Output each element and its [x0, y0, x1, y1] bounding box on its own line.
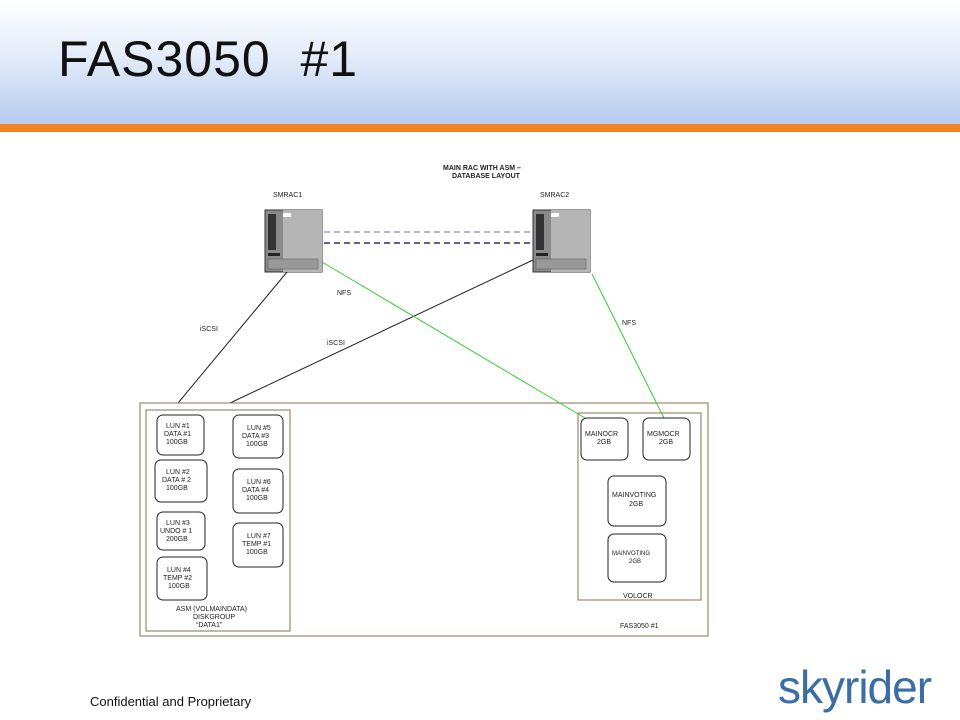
svg-text:LUN #6: LUN #6 [247, 479, 271, 486]
diagram-heading-1: MAIN RAC WITH ASM – [443, 165, 521, 172]
svg-text:DATA #3: DATA #3 [242, 433, 269, 440]
asm-diskgroup-box [145, 409, 291, 632]
fas-label: FAS3050 #1 [620, 623, 659, 630]
nfs-link-2 [591, 273, 665, 419]
ocr-mainvoting-2: MAINVOTING 2GB [607, 533, 667, 583]
svg-text:LUN #1: LUN #1 [166, 423, 190, 430]
server1-icon [264, 209, 323, 273]
svg-text:100GB: 100GB [166, 485, 188, 492]
nfs-label-2: NFS [622, 320, 636, 327]
svg-text:MAINVOTING: MAINVOTING [612, 492, 656, 499]
svg-text:LUN #5: LUN #5 [247, 425, 271, 432]
iscsi-link-1 [177, 271, 288, 404]
diagram-heading-2: DATABASE LAYOUT [452, 173, 521, 180]
svg-text:DATA # 2: DATA # 2 [162, 477, 191, 484]
svg-text:MGMOCR: MGMOCR [647, 431, 680, 438]
lun-6: LUN #6 DATA #4 100GB [232, 468, 284, 514]
svg-text:MAINVOTING: MAINVOTING [612, 551, 650, 557]
svg-text:2GB: 2GB [629, 501, 643, 508]
server2-icon [532, 209, 591, 273]
page-title: FAS3050 #1 [58, 31, 359, 87]
svg-text:LUN #4: LUN #4 [167, 567, 191, 574]
orange-divider [0, 124, 960, 132]
lun-5: LUN #5 DATA #3 100GB [232, 414, 284, 459]
asm-label-2: DISKGROUP [193, 614, 235, 621]
svg-text:2GB: 2GB [629, 559, 641, 565]
svg-text:100GB: 100GB [246, 495, 268, 502]
iscsi-link-2 [229, 259, 534, 404]
asm-label-3: “DATA1” [196, 622, 223, 629]
ocr-mainocr: MAINOCR 2GB [580, 417, 629, 461]
nfs-link-1 [321, 261, 586, 419]
iscsi-label-2: iSCSI [327, 340, 345, 347]
logo-text: skyrider [778, 661, 932, 713]
ocr-mainvoting-1: MAINVOTING 2GB [607, 475, 667, 527]
iscsi-label-1: iSCSI [200, 326, 218, 333]
svg-text:DATA #4: DATA #4 [242, 487, 269, 494]
svg-text:LUN #2: LUN #2 [166, 469, 190, 476]
skyrider-logo: skyrider [778, 660, 932, 714]
svg-text:LUN #3: LUN #3 [166, 520, 190, 527]
lun-4: LUN #4 TEMP #2 100GB [156, 556, 208, 601]
volocr-box [577, 412, 702, 601]
svg-text:MAINOCR: MAINOCR [585, 431, 618, 438]
svg-text:TEMP #1: TEMP #1 [242, 541, 271, 548]
svg-text:100GB: 100GB [246, 549, 268, 556]
svg-text:100GB: 100GB [168, 583, 190, 590]
lun-1: LUN #1 DATA #1 100GB [156, 414, 205, 456]
svg-text:UNDO # 1: UNDO # 1 [160, 528, 192, 535]
lun-7: LUN #7 TEMP #1 100GB [232, 522, 284, 568]
fas3050-box [139, 402, 709, 637]
svg-text:LUN #7: LUN #7 [247, 533, 271, 540]
svg-text:2GB: 2GB [659, 439, 673, 446]
ocr-mgmocr: MGMOCR 2GB [642, 417, 691, 461]
footer-confidential: Confidential and Proprietary [90, 694, 252, 709]
server2-label: SMRAC2 [540, 192, 569, 199]
svg-text:TEMP #2: TEMP #2 [163, 575, 192, 582]
asm-label-1: ASM (VOLMAINDATA) [176, 606, 247, 613]
volocr-label: VOLOCR [623, 593, 653, 600]
server1-label: SMRAC1 [273, 192, 302, 199]
nfs-label-1: NFS [337, 290, 351, 297]
svg-text:200GB: 200GB [166, 536, 188, 543]
title-banner [0, 0, 960, 124]
svg-text:100GB: 100GB [246, 441, 268, 448]
lun-3: LUN #3 UNDO # 1 200GB [156, 511, 206, 551]
svg-text:DATA #1: DATA #1 [164, 431, 191, 438]
lun-2: LUN #2 DATA # 2 100GB [154, 459, 208, 503]
svg-text:2GB: 2GB [597, 439, 611, 446]
svg-text:100GB: 100GB [166, 439, 188, 446]
